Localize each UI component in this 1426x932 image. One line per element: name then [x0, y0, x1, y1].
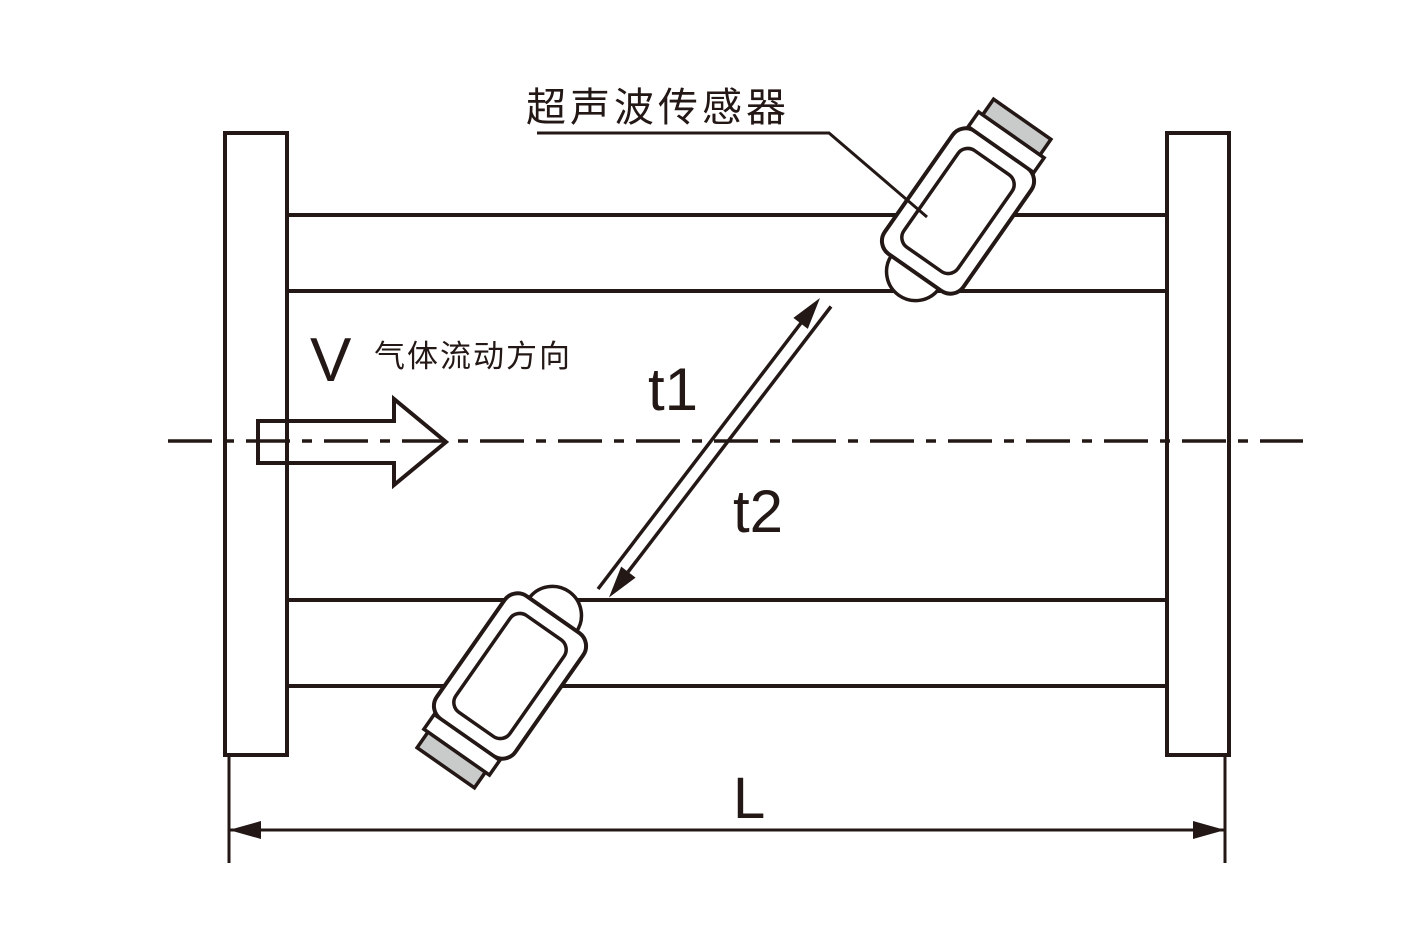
- dimension-arrowhead-right-icon: [1193, 821, 1225, 839]
- t1-path-line: [596, 321, 803, 591]
- sensor-label-leader-line: [537, 131, 928, 219]
- length-label: L: [733, 766, 765, 831]
- sensor-label: 超声波传感器: [526, 86, 790, 130]
- t2-arrowhead-icon: [609, 566, 636, 598]
- length-dimension: [227, 755, 1227, 863]
- sensor-top: [857, 89, 1064, 325]
- flow-direction-arrow: [256, 394, 450, 490]
- t1-arrowhead-icon: [793, 298, 820, 329]
- right-flange: [1165, 131, 1231, 757]
- velocity-symbol-label: V: [310, 326, 352, 395]
- flow-direction-label: 气体流动方向: [374, 339, 572, 374]
- transit-time-2-label: t2: [733, 478, 783, 545]
- transit-time-1-label: t1: [648, 356, 698, 423]
- dimension-arrowhead-left-icon: [229, 821, 261, 839]
- t2-path-line: [626, 305, 833, 574]
- ultrasonic-path: [596, 298, 833, 598]
